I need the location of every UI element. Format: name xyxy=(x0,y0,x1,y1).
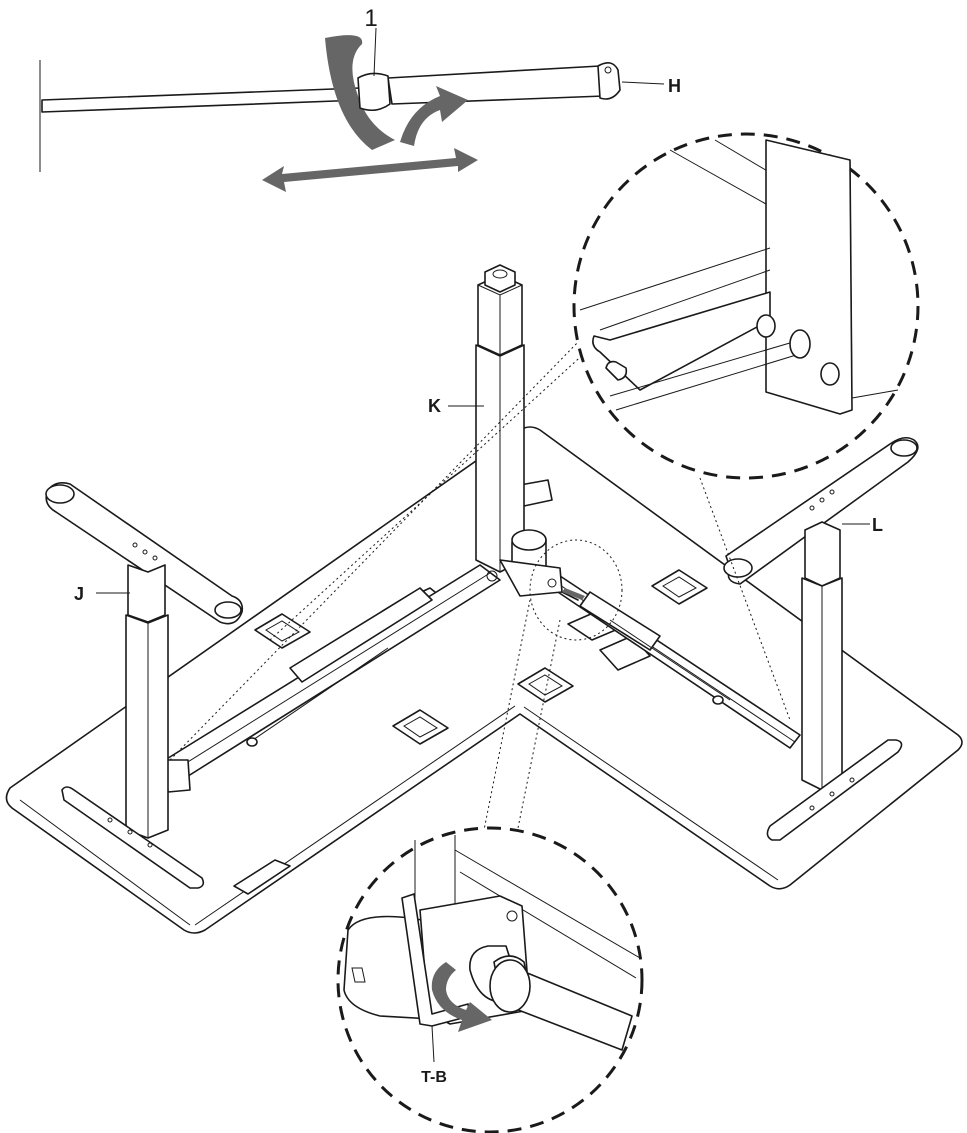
label-h: H xyxy=(668,76,681,96)
leg-k xyxy=(475,264,585,601)
leader-h xyxy=(621,81,665,85)
step-leader-line xyxy=(373,27,377,77)
left-crossbar xyxy=(164,479,553,793)
zoom-detail-bottom xyxy=(336,826,644,1133)
leg-j xyxy=(45,482,244,889)
desktop-panel xyxy=(5,426,963,934)
leg-l xyxy=(723,436,919,841)
crossbar-h-detail xyxy=(39,35,621,192)
step-number: 1 xyxy=(364,5,377,32)
label-k: K xyxy=(428,396,441,416)
projection-lines xyxy=(169,329,791,831)
leader-tb xyxy=(431,1025,435,1063)
joint-focus-circle xyxy=(529,539,623,641)
label-j: J xyxy=(74,584,84,604)
zoom-detail-top xyxy=(572,132,920,480)
label-tb: T-B xyxy=(421,1069,447,1086)
slide-arrow xyxy=(262,148,478,192)
rotation-arrow xyxy=(325,35,395,150)
label-l: L xyxy=(872,515,883,535)
